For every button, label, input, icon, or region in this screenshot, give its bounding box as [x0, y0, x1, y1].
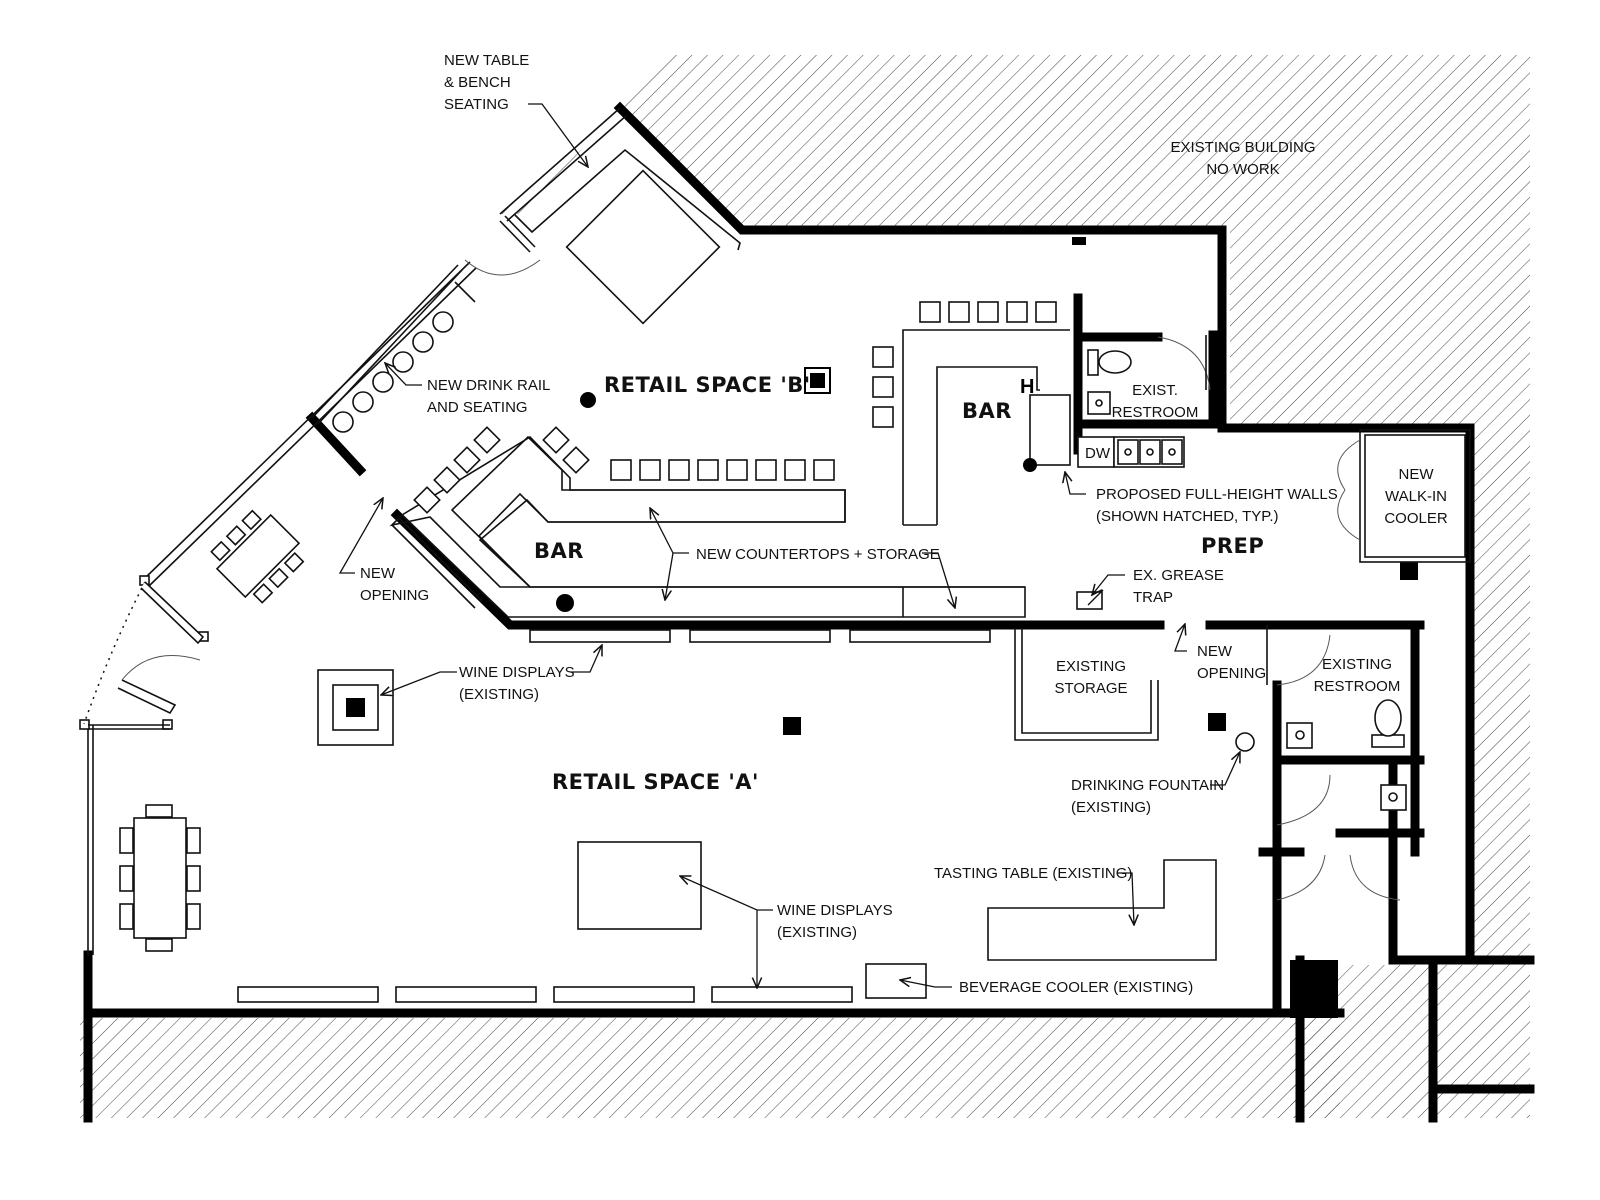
- storefront-glazing: [79, 261, 477, 955]
- note-table-bench-1: NEW TABLE: [444, 52, 529, 69]
- note-tasting-table: TASTING TABLE (EXISTING): [934, 865, 1132, 882]
- wine-display-shelves-lower: [237, 986, 853, 1003]
- note-exist-restroom-2: RESTROOM: [1112, 404, 1199, 421]
- table-bench-seating: [464, 107, 741, 325]
- note-existing-building-2: NO WORK: [1206, 161, 1279, 178]
- note-new-opening-right-1: NEW: [1197, 643, 1233, 660]
- note-walk-in-cooler-3: COOLER: [1384, 510, 1448, 527]
- note-grease-trap-1: EX. GREASE: [1133, 567, 1224, 584]
- note-new-opening-right-2: OPENING: [1197, 665, 1266, 682]
- wine-display-shelves-upper: [529, 629, 991, 643]
- wine-display-table: [577, 841, 702, 930]
- beverage-cooler: [865, 963, 927, 999]
- note-drinking-fountain-1: DRINKING FOUNTAIN: [1071, 777, 1224, 794]
- leader-lines: [338, 103, 1240, 988]
- upper-restroom: [1087, 335, 1211, 415]
- stool: [392, 351, 414, 373]
- lower-restroom: [783, 625, 1407, 901]
- note-existing-storage-1: EXISTING: [1056, 658, 1126, 675]
- note-wine-displays-upper-2: (EXISTING): [459, 686, 539, 703]
- walk-in-cooler: [1337, 429, 1471, 563]
- bar-stools-row: [610, 459, 835, 481]
- bar-counter-right: H: [580, 301, 1071, 526]
- note-beverage-cooler: BEVERAGE COOLER (EXISTING): [959, 979, 1193, 996]
- note-existing-storage-2: STORAGE: [1054, 680, 1127, 697]
- grease-trap: [1076, 589, 1104, 610]
- note-drinking-fountain-2: (EXISTING): [1071, 799, 1151, 816]
- note-full-height-walls-2: (SHOWN HATCHED, TYP.): [1096, 508, 1279, 525]
- stool: [352, 391, 374, 413]
- stool: [332, 411, 354, 433]
- drink-rail: [311, 264, 476, 433]
- bar-counter-left: [389, 426, 1026, 618]
- note-drink-rail-1: NEW DRINK RAIL: [427, 377, 550, 394]
- note-table-bench-2: & BENCH: [444, 74, 511, 91]
- existing-storage: [1014, 628, 1159, 741]
- stool: [432, 311, 454, 333]
- room-label-prep: PREP: [1201, 534, 1264, 558]
- dishwasher-sink: DW: [1077, 436, 1185, 468]
- note-existing-building-1: EXISTING BUILDING: [1170, 139, 1315, 156]
- note-wine-displays-upper-1: WINE DISPLAYS: [459, 664, 575, 681]
- svg-text:H: H: [1020, 376, 1034, 398]
- note-drink-rail-2: AND SEATING: [427, 399, 528, 416]
- dishwasher-label: DW: [1085, 445, 1111, 462]
- note-grease-trap-2: TRAP: [1133, 589, 1173, 606]
- room-label-retail-a: RETAIL SPACE 'A': [552, 770, 759, 794]
- note-new-opening-left-2: OPENING: [360, 587, 429, 604]
- room-label-retail-b: RETAIL SPACE 'B': [604, 373, 811, 397]
- room-labels: RETAIL SPACE 'B' RETAIL SPACE 'A' BAR BA…: [534, 373, 1264, 794]
- annotations: NEW TABLE & BENCH SEATING EXISTING BUILD…: [360, 52, 1448, 996]
- note-full-height-walls-1: PROPOSED FULL-HEIGHT WALLS: [1096, 486, 1338, 503]
- dining-table: [119, 804, 201, 952]
- note-wine-displays-lower-2: (EXISTING): [777, 924, 857, 941]
- table-angled: [210, 509, 305, 604]
- note-walk-in-cooler-2: WALK-IN: [1385, 488, 1447, 505]
- note-existing-restroom-1: EXISTING: [1322, 656, 1392, 673]
- note-new-opening-left-1: NEW: [360, 565, 396, 582]
- note-exist-restroom-1: EXIST.: [1132, 382, 1178, 399]
- wine-display-island: [317, 669, 394, 746]
- room-label-bar-right: BAR: [962, 399, 1012, 423]
- tasting-table: [987, 859, 1217, 961]
- stool: [372, 371, 394, 393]
- stool: [412, 331, 434, 353]
- note-countertops: NEW COUNTERTOPS + STORAGE: [696, 546, 940, 563]
- note-table-bench-3: SEATING: [444, 96, 509, 113]
- post: [556, 594, 574, 612]
- note-walk-in-cooler-1: NEW: [1399, 466, 1435, 483]
- room-label-bar-left: BAR: [534, 539, 584, 563]
- walls: [83, 101, 1535, 1123]
- note-wine-displays-lower-1: WINE DISPLAYS: [777, 902, 893, 919]
- note-existing-restroom-2: RESTROOM: [1314, 678, 1401, 695]
